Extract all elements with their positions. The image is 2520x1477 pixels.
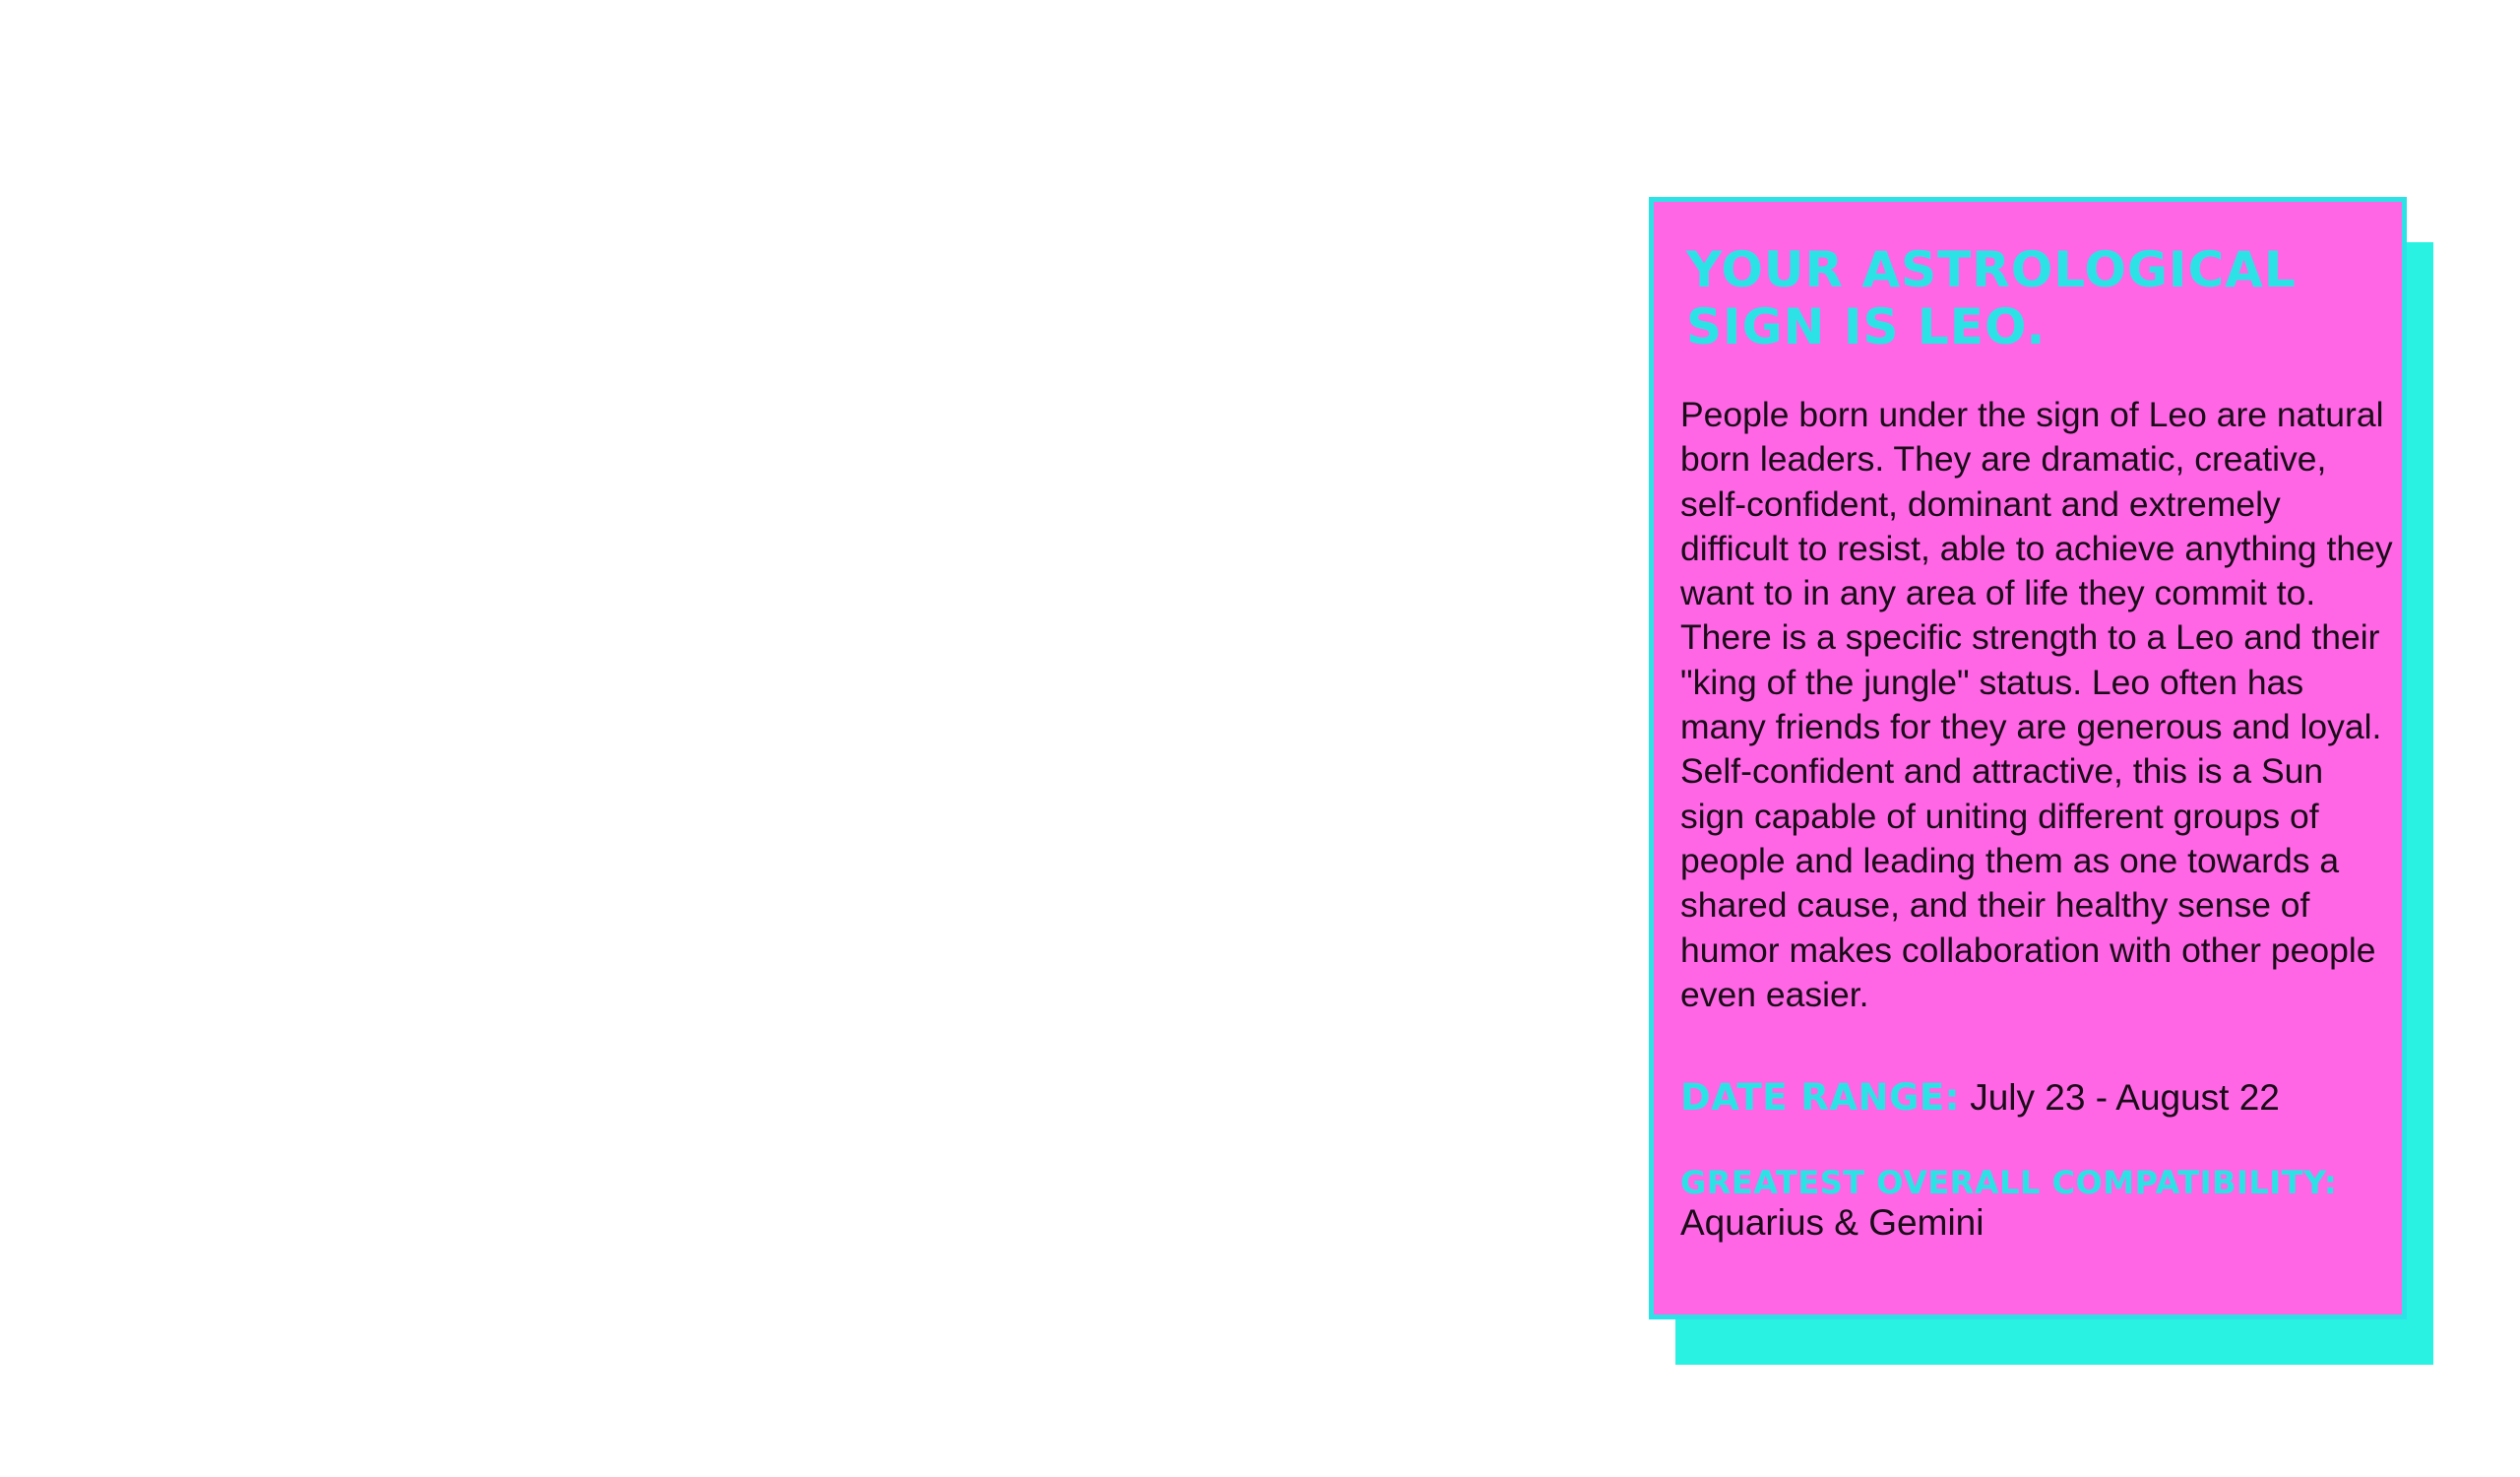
- compatibility-row: Greatest Overall Compatibility: Aquarius…: [1680, 1165, 2388, 1246]
- date-range-row: Date Range: July 23 - August 22: [1680, 1076, 2388, 1120]
- result-title: Your astrological sign is Leo.: [1686, 241, 2297, 355]
- compatibility-label: Greatest Overall Compatibility:: [1680, 1164, 2338, 1202]
- compatibility-value: Aquarius & Gemini: [1680, 1202, 1984, 1244]
- date-range-label: Date Range:: [1680, 1076, 1960, 1120]
- sign-description: People born under the sign of Leo are na…: [1680, 395, 2393, 1014]
- zodiac-result-card: Your astrological sign is Leo. People bo…: [1649, 197, 2407, 1319]
- date-range-value: July 23 - August 22: [1970, 1077, 2280, 1119]
